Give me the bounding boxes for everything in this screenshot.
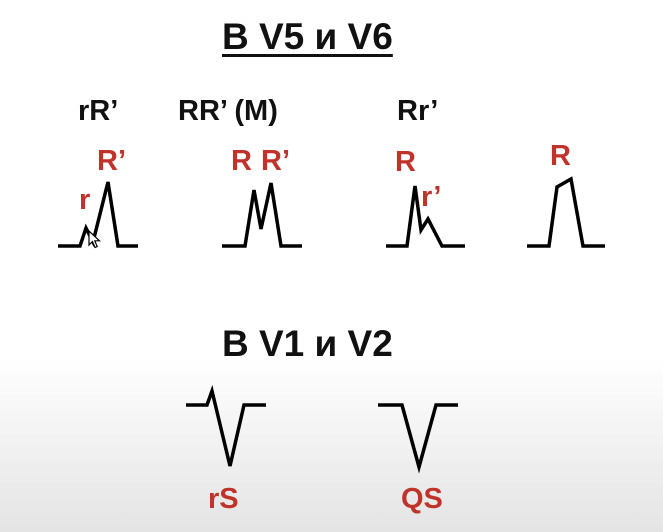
wave-RRprimeM-trace [222, 182, 302, 248]
label-Rrprime: Rr’ [397, 95, 439, 127]
label-rRprime: rR’ [78, 95, 119, 127]
wave3-rprime-label: r’ [421, 181, 442, 213]
wave-Rrprime-trace [386, 185, 465, 248]
wave5-rS-label: rS [208, 483, 239, 515]
mouse-cursor-icon [88, 230, 102, 249]
wave6-QS-label: QS [401, 483, 443, 515]
wave1-r-label: r [79, 184, 91, 216]
wave1-Rprime-label: R’ [97, 145, 126, 177]
section-title-v1-v2: B V1 и V2 [222, 323, 393, 364]
wave2-R-label: R [231, 145, 252, 177]
label-RRprimeM: RR’ (M) [178, 95, 278, 127]
wave-QS-trace [378, 403, 458, 474]
wave4-R-label: R [550, 140, 571, 172]
wave3-R-label: R [395, 146, 416, 178]
wave2-Rprime-label: R’ [261, 145, 290, 177]
wave-R-trace [527, 176, 605, 248]
wave-rS-trace [186, 384, 266, 467]
page-title: B V5 и V6 [222, 16, 393, 57]
